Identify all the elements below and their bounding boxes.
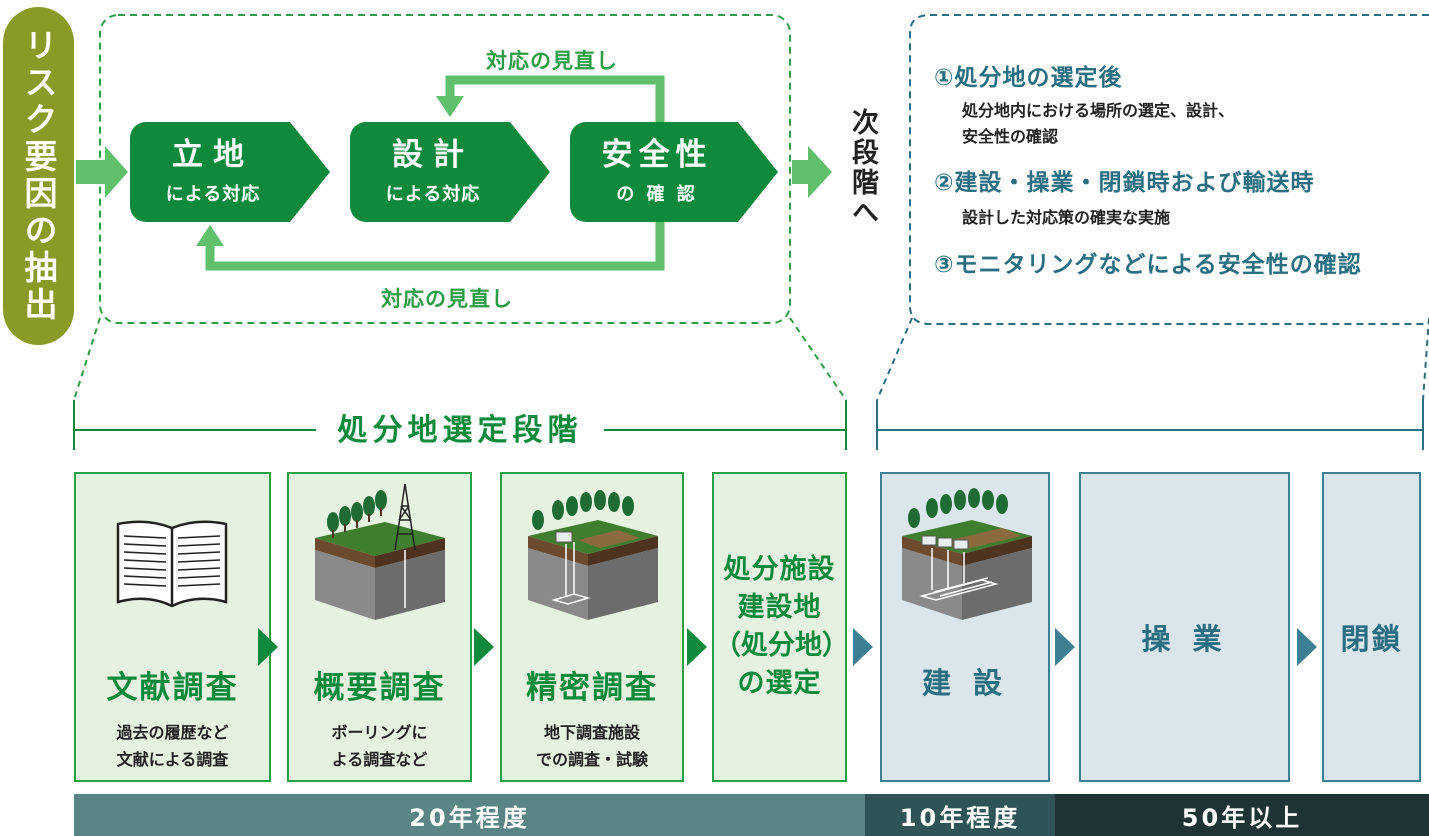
stage-outline-sub-line1: ボーリングに (331, 723, 428, 742)
book-icon (116, 520, 228, 608)
site-selection-line2: 建設地 (737, 592, 822, 624)
stage-outline-sub-line2: よる調査など (331, 750, 428, 770)
after-item-3-heading: ③モニタリングなどによる安全性の確認 (934, 251, 1362, 278)
step-location-title: 立地 (172, 136, 254, 173)
site-selection-line1: 処分施設 (723, 554, 836, 586)
timeline-construction-label: 10年程度 (899, 803, 1021, 832)
next-stage-label: 次段階へ (847, 108, 878, 228)
stage-detailed-survey: 精密調査 地下調査施設 での調査・試験 (500, 472, 684, 782)
review-loop-top (445, 75, 665, 122)
stage-operation-title: 操 業 (1141, 622, 1228, 656)
output-arrow (792, 146, 832, 198)
stage-detailed-sub-line1: 地下調査施設 (543, 723, 640, 742)
arrow-literature-to-outline (258, 628, 278, 666)
boring-survey-icon (315, 483, 445, 620)
timeline-bar-construction: 10年程度 (865, 794, 1055, 836)
after-selection-frame (909, 14, 1429, 325)
input-arrow (76, 146, 128, 198)
selection-stage-title: 処分地選定段階 (316, 411, 604, 451)
construction-icon (902, 488, 1032, 620)
stage-outline-title: 概要調査 (313, 670, 446, 706)
step-design: 設計 による対応 (350, 122, 550, 222)
after-item-1-heading: ①処分地の選定後 (934, 65, 1123, 91)
after-item-2-desc-line1: 設計した対応策の確実な実施 (962, 208, 1171, 228)
review-loop-bottom (205, 222, 665, 271)
after-item-1-desc-line2: 安全性の確認 (962, 126, 1059, 146)
timeline-operation-label: 50年以上 (1181, 803, 1303, 832)
stage-literature-sub-line2: 文献による調査 (116, 750, 229, 770)
stage-closure-title: 閉鎖 (1340, 622, 1403, 656)
step-design-title: 設計 (392, 136, 474, 173)
after-item-2-heading: ②建設・操業・閉鎖時および輸送時 (934, 170, 1315, 197)
step-location: 立地 による対応 (130, 122, 330, 222)
step-safety: 安全性 の 確 認 (570, 122, 778, 222)
timeline-bar-operation: 50年以上 (1055, 794, 1429, 836)
risk-extraction-label: リスク要因の抽出 (19, 28, 58, 324)
step-safety-title: 安全性 (601, 136, 713, 173)
site-selection-line4: の選定 (737, 667, 822, 699)
timeline-selection-label: 20年程度 (409, 803, 530, 832)
underground-facility-icon (528, 490, 658, 620)
review-label-bottom: 対応の見直し (381, 287, 513, 311)
stage-detailed-title: 精密調査 (526, 670, 658, 706)
stage-literature-title: 文献調査 (106, 670, 239, 706)
site-selection-line3: （処分地） (714, 630, 849, 661)
risk-extraction-pill: リスク要因の抽出 (3, 7, 74, 345)
step-design-subtitle: による対応 (385, 184, 481, 206)
stage-site-selection: 処分施設 建設地 （処分地） の選定 (712, 472, 849, 782)
step-safety-subtitle: の 確 認 (616, 184, 698, 206)
arrow-detailed-to-site (687, 628, 707, 666)
step-location-subtitle: による対応 (165, 184, 261, 206)
stage-outline-survey: 概要調査 ボーリングに よる調査など (287, 472, 472, 782)
after-selection-notes: ①処分地の選定後 処分地内における場所の選定、設計、 安全性の確認 ②建設・操業… (934, 58, 1414, 279)
stage-construction-title: 建 設 (921, 666, 1009, 700)
post-selection-bracket (876, 400, 1424, 450)
arrow-construction-to-operation (1055, 628, 1075, 666)
stage-operation: 操 業 (1079, 472, 1290, 782)
stage-closure: 閉鎖 (1322, 472, 1421, 782)
stage-literature-sub-line1: 過去の履歴など (116, 723, 229, 742)
stage-detailed-sub-line2: での調査・試験 (535, 750, 648, 770)
timeline-bar-selection: 20年程度 (74, 794, 865, 836)
arrow-operation-to-closure (1297, 628, 1317, 666)
arrow-site-to-construction (853, 628, 873, 666)
review-label-top: 対応の見直し (486, 49, 618, 73)
after-item-1-desc-line1: 処分地内における場所の選定、設計、 (962, 101, 1235, 120)
stage-literature-survey: 文献調査 過去の履歴など 文献による調査 (74, 472, 271, 782)
stage-construction: 建 設 (880, 472, 1050, 782)
arrow-outline-to-detailed (474, 628, 494, 666)
